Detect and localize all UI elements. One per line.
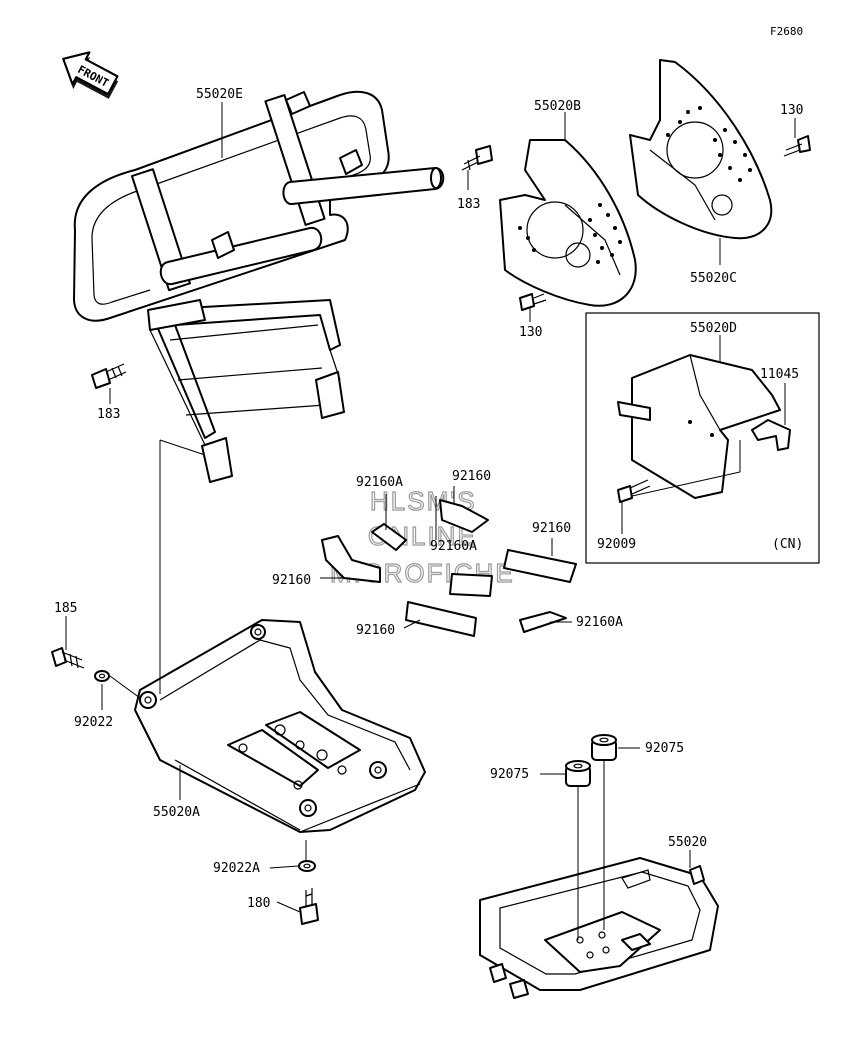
bolt-130-top [783,135,811,157]
label-92160A-1: 92160A [356,475,403,490]
part-labels: 55020E 55020B 130 183 130 55020C 183 550… [54,87,803,911]
collar-92075-right [591,734,617,761]
label-cn: (CN) [772,537,803,552]
rear-tray-55020 [479,857,719,999]
label-92022A: 92022A [213,861,260,876]
bolt-185 [51,647,85,669]
pad-cluster [321,499,577,637]
label-92075-left: 92075 [490,767,529,782]
label-183-left: 183 [97,407,120,422]
collar-92075-left [565,760,591,787]
cn-variant-box [585,312,820,564]
label-185: 185 [54,601,77,616]
label-183-top: 183 [457,197,480,212]
bolt-180 [299,888,319,925]
label-55020: 55020 [668,835,707,850]
washer-92022 [94,670,110,682]
label-55020D: 55020D [690,321,737,336]
label-55020B: 55020B [534,99,581,114]
label-92160-4: 92160 [356,623,395,638]
label-92160A-2: 92160A [430,539,477,554]
washer-92022A [298,860,316,872]
front-arrow-icon: FRONT [62,51,119,99]
label-130-top: 130 [780,103,803,118]
clamp-11045 [751,419,791,451]
label-11045: 11045 [760,367,799,382]
skid-plate-55020A [134,619,426,833]
label-92160-2: 92160 [272,573,311,588]
screw-92009 [617,479,651,503]
label-55020C: 55020C [690,271,737,286]
figure-code: F2680 [770,25,803,38]
bolt-183-left [91,363,127,389]
label-92160A-3: 92160A [576,615,623,630]
label-55020A: 55020A [153,805,200,820]
label-55020E: 55020E [196,87,243,102]
disc-guard-55020B [499,139,637,307]
leader-lines [65,102,796,940]
label-92075-right: 92075 [645,741,684,756]
label-92009: 92009 [597,537,636,552]
bolt-130-mid [519,293,547,311]
label-92160-1: 92160 [452,469,491,484]
label-180: 180 [247,896,270,911]
bolt-183-top [461,145,493,171]
label-130-mid: 130 [519,325,542,340]
disc-guard-55020C [629,59,773,240]
label-92022: 92022 [74,715,113,730]
cover-55020D [617,354,781,499]
label-92160-3: 92160 [532,521,571,536]
front-guard-55020E [73,90,445,483]
